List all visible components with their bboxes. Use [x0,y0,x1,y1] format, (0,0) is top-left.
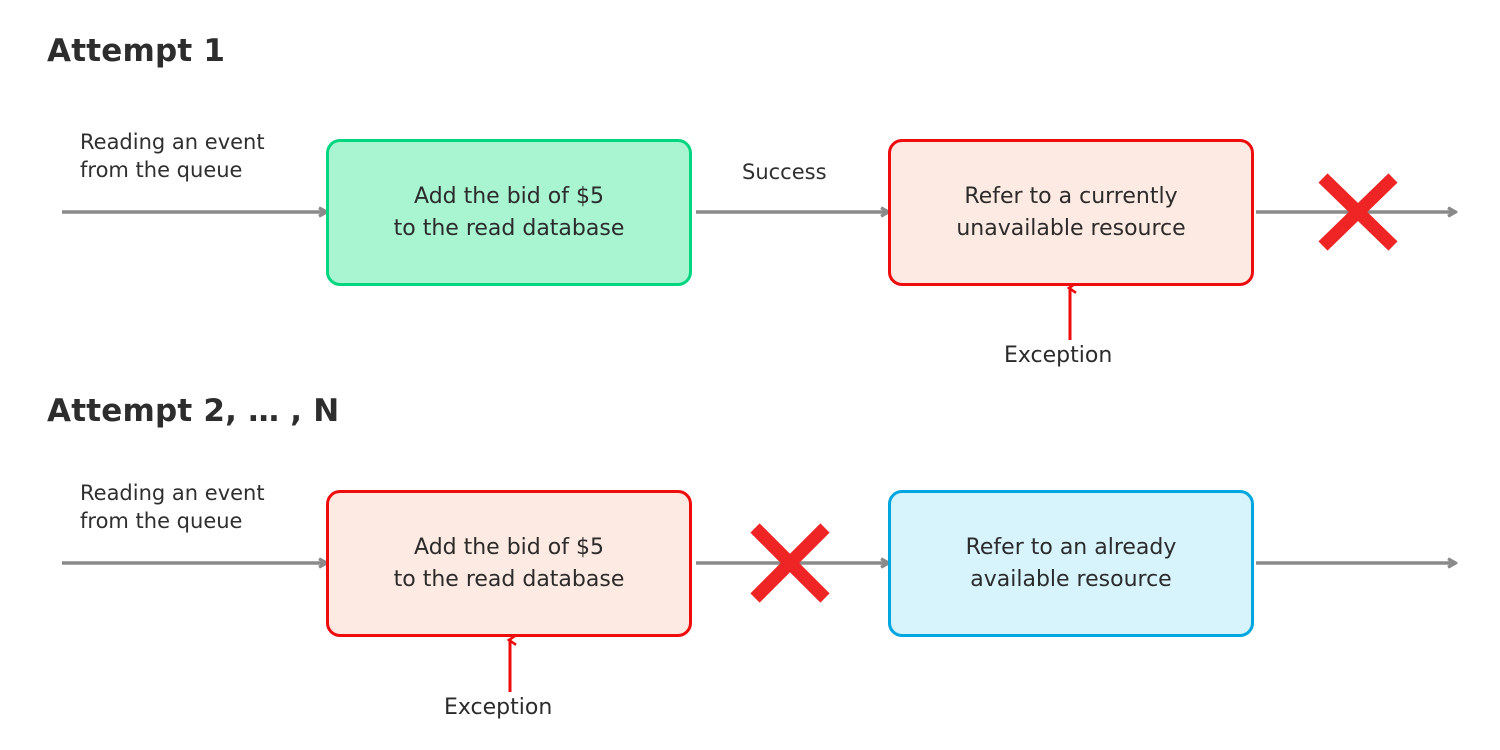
node-add-bid-red[interactable]: Add the bid of $5 to the read database [326,490,692,637]
node-refer-available-blue[interactable]: Refer to an already available resource [888,490,1254,637]
exception-label-row2: Exception [444,695,553,720]
node-label-add-bid-green: Add the bid of $5 to the read database [393,184,625,241]
section-title-attempt-1: Attempt 1 [47,33,226,69]
node-add-bid-green[interactable]: Add the bid of $5 to the read database [326,139,692,286]
x-mark-row2 [750,523,830,603]
x-mark-row1 [1318,173,1398,251]
node-label-add-bid-red: Add the bid of $5 to the read database [393,535,625,592]
exception-label-row1: Exception [1004,343,1113,368]
node-refer-unavailable-red[interactable]: Refer to a currently unavailable resourc… [888,139,1254,286]
node-label-refer-available-blue: Refer to an already available resource [965,535,1177,592]
input-label-row2: Reading an event from the queue [80,481,265,534]
transition-label-success: Success [742,160,827,184]
node-label-refer-unavailable-red: Refer to a currently unavailable resourc… [956,184,1186,241]
input-label-row1: Reading an event from the queue [80,130,265,183]
section-title-attempt-n: Attempt 2, … , N [47,393,340,429]
